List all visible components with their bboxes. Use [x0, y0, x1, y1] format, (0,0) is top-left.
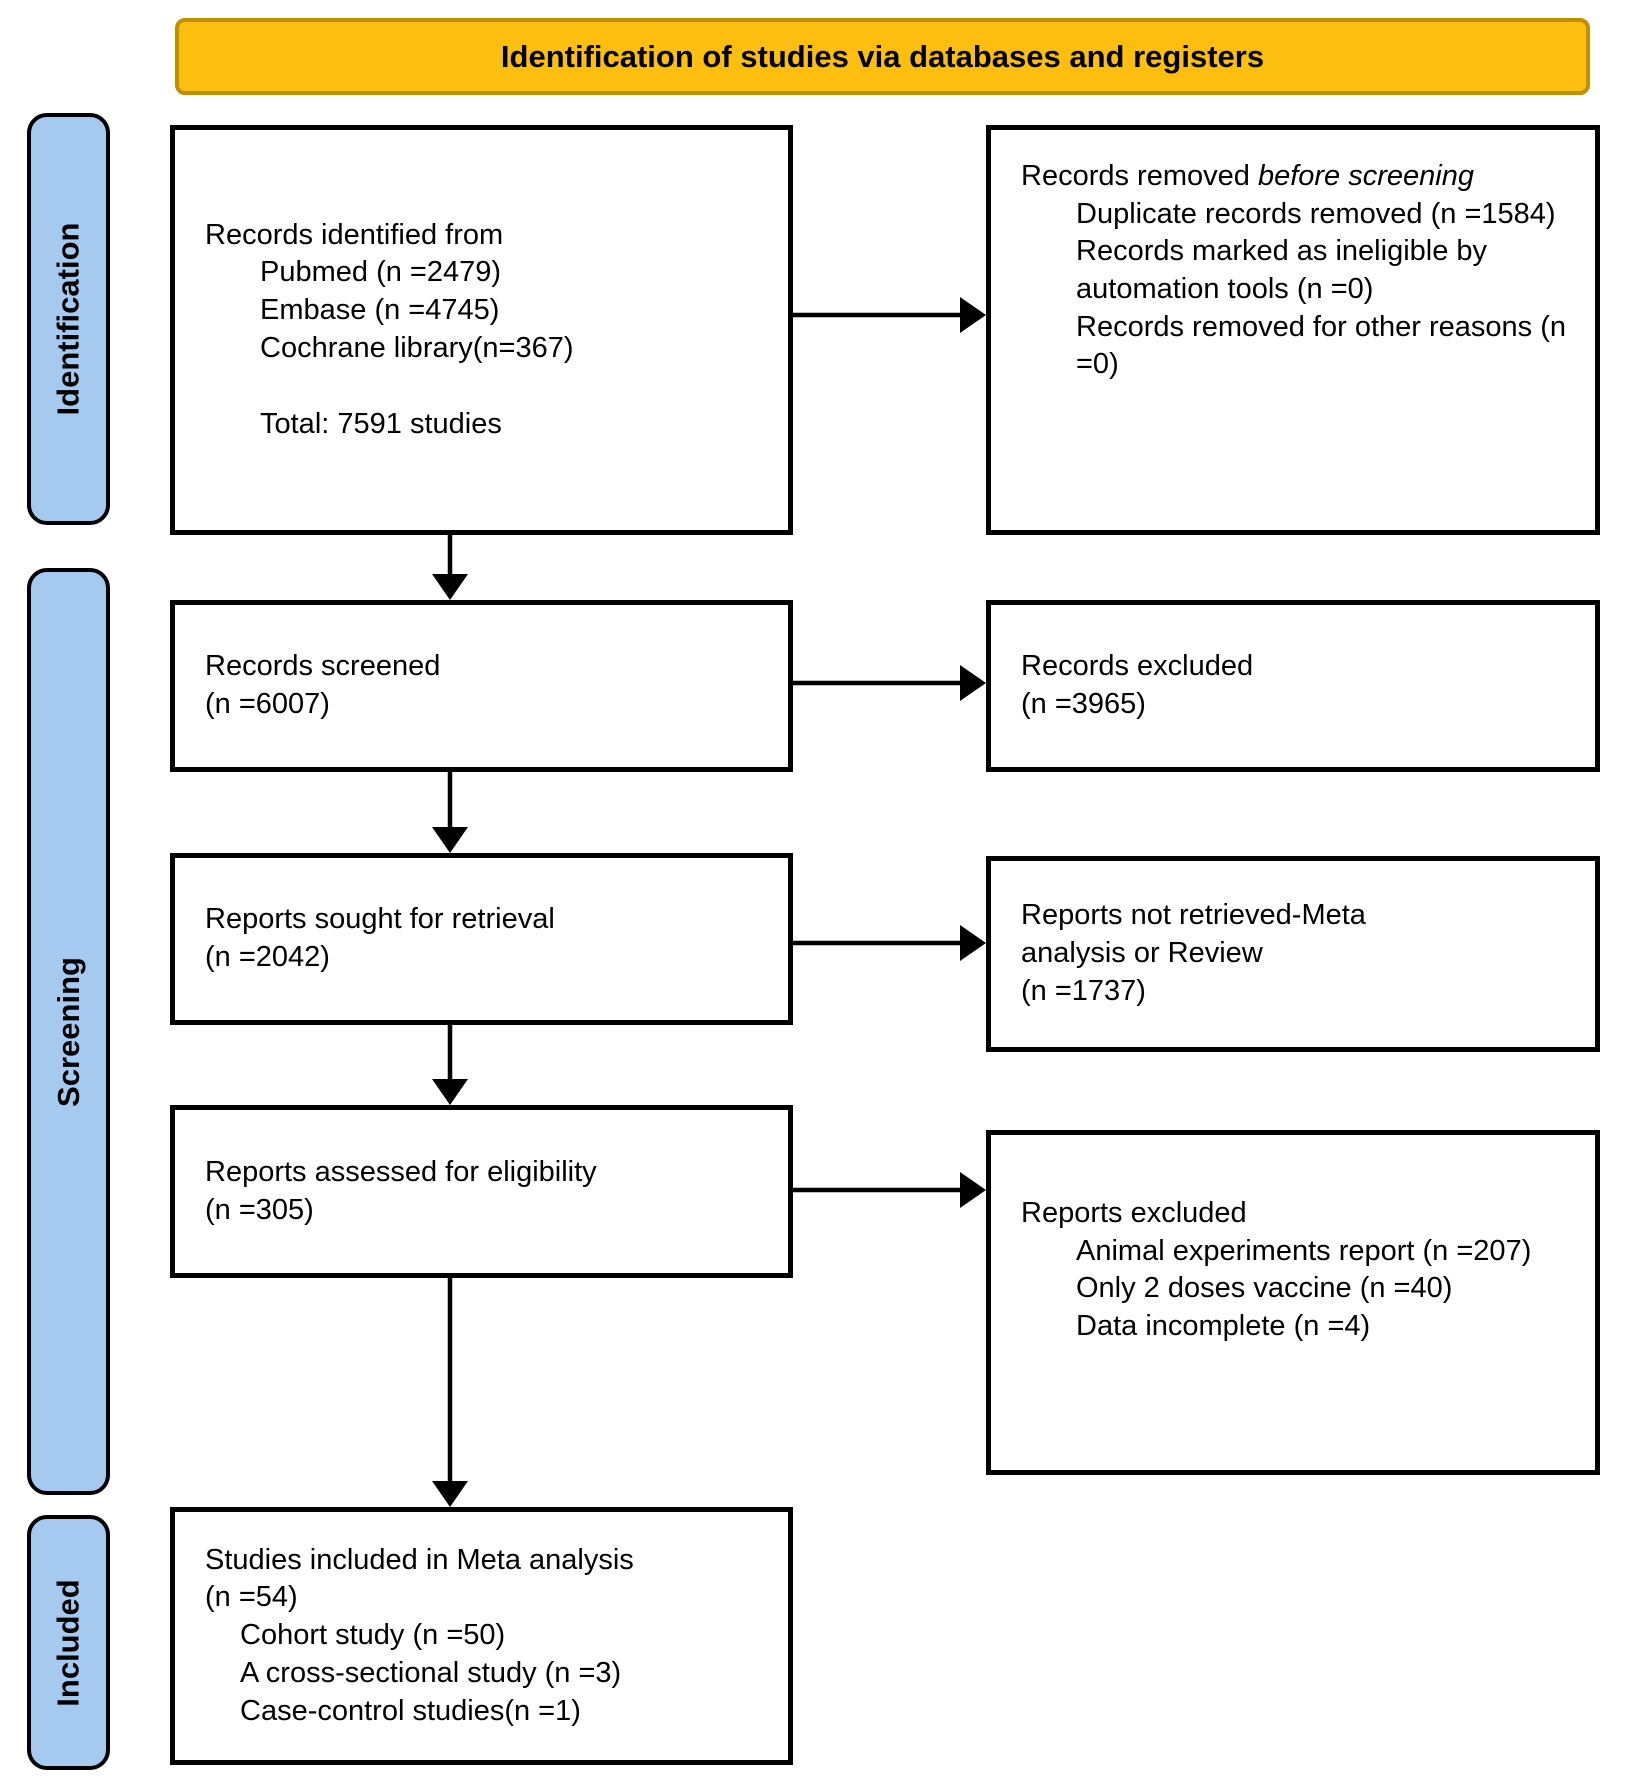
list-item: Only 2 doses vaccine (n =40)	[1076, 1272, 1453, 1305]
arrow-assessed-to-reports-excluded	[790, 1172, 986, 1208]
box-title: Reports sought for retrieval	[205, 903, 555, 936]
box-records-screened: Records screened (n =6007)	[170, 600, 793, 772]
box-title-prefix: Records removed	[1021, 160, 1258, 192]
list-item: Embase (n =4745)	[260, 294, 500, 327]
count-line: (n =3965)	[1021, 688, 1146, 720]
stage-label-identification: Identification	[50, 222, 86, 416]
stage-label-included: Included	[50, 1578, 86, 1707]
list-item: Data incomplete (n =4)	[1076, 1310, 1371, 1343]
arrow-identified-to-screened	[432, 533, 468, 600]
box-title: Records screened	[205, 650, 441, 683]
list-item: Records removed for other reasons (n =0)	[1076, 310, 1566, 381]
count-line: (n =305)	[205, 1193, 314, 1226]
arrow-screened-to-records-excluded	[790, 665, 986, 701]
list-item: Animal experiments report (n =207)	[1076, 1234, 1532, 1267]
arrow-identified-to-removed	[790, 297, 986, 333]
box-reports-excluded: Reports excluded Animal experiments repo…	[986, 1130, 1600, 1475]
spacer	[205, 368, 763, 406]
box-title: Records identified from	[205, 218, 504, 251]
box-title-line2: analysis or Review	[1021, 937, 1263, 970]
stage-bar-identification: Identification	[27, 113, 110, 525]
box-title-italic: before screening	[1257, 160, 1474, 192]
arrow-sought-to-assessed	[432, 1023, 468, 1105]
stage-bar-included: Included	[27, 1515, 110, 1770]
arrow-screened-to-sought	[432, 770, 468, 853]
box-reports-assessed: Reports assessed for eligibility (n =305…	[170, 1105, 793, 1278]
box-title: Records removed before screening	[1021, 158, 1570, 196]
box-title: Reports assessed for eligibility	[205, 1155, 597, 1188]
box-reports-not-retrieved: Reports not retrieved-Meta analysis or R…	[986, 856, 1600, 1052]
list-item: Cohort study (n =50)	[240, 1619, 506, 1652]
box-records-excluded: Records excluded (n =3965)	[986, 600, 1600, 772]
box-studies-included: Studies included in Meta analysis (n =54…	[170, 1507, 793, 1765]
list-item: Pubmed (n =2479)	[260, 256, 502, 289]
list-item: Case-control studies(n =1)	[240, 1694, 581, 1727]
count-line: (n =6007)	[205, 688, 330, 720]
list-item: Duplicate records removed (n =1584)	[1076, 197, 1556, 230]
stage-label-screening: Screening	[50, 956, 86, 1107]
arrow-assessed-to-included	[432, 1276, 468, 1507]
title-banner: Identification of studies via databases …	[175, 18, 1590, 95]
count-line: (n =2042)	[205, 941, 330, 973]
list-item: A cross-sectional study (n =3)	[240, 1656, 622, 1689]
total-line: Total: 7591 studies	[260, 407, 502, 440]
count-line: (n =1737)	[1021, 974, 1146, 1007]
box-title: Studies included in Meta analysis	[205, 1543, 634, 1576]
title-banner-label: Identification of studies via databases …	[500, 38, 1265, 74]
box-records-removed-before-screening: Records removed before screening Duplica…	[986, 125, 1600, 535]
count-line: (n =54)	[205, 1581, 298, 1614]
list-item: Records marked as ineligible by automati…	[1076, 235, 1488, 306]
stage-bar-screening: Screening	[27, 568, 110, 1495]
list-item: Cochrane library(n=367)	[260, 331, 574, 364]
box-reports-sought: Reports sought for retrieval (n =2042)	[170, 853, 793, 1025]
box-title: Records excluded	[1021, 650, 1254, 683]
arrow-sought-to-not-retrieved	[790, 925, 986, 961]
box-records-identified: Records identified from Pubmed (n =2479)…	[170, 125, 793, 535]
box-title: Reports excluded	[1021, 1197, 1247, 1229]
box-title: Reports not retrieved-Meta	[1021, 899, 1366, 932]
